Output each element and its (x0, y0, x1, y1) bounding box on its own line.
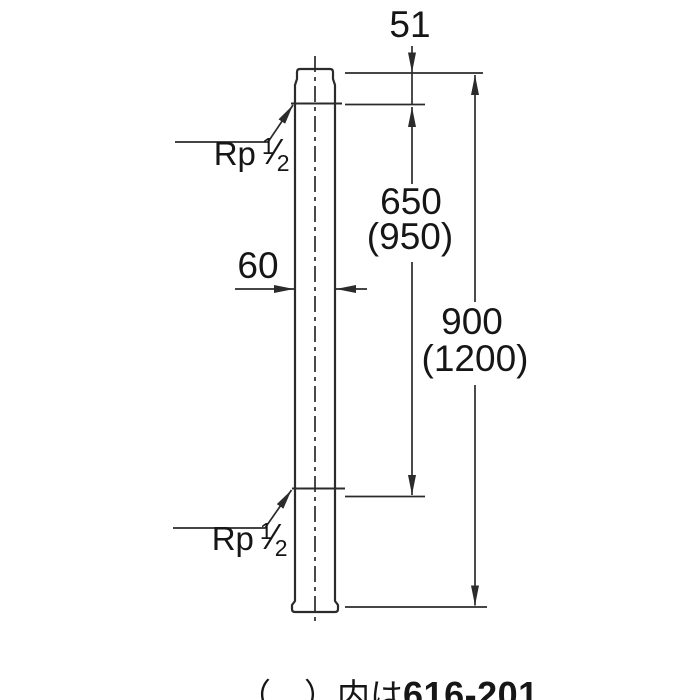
dimension-lines (235, 46, 479, 606)
thread-callout-top-numerator: 1 (261, 133, 275, 159)
dim-label-650: 650 (380, 181, 442, 222)
leader-bottom (173, 489, 293, 529)
thread-callout-top-prefix: Rp (213, 135, 256, 172)
caption-model-number: 616-201 (403, 674, 539, 700)
thread-lines (291, 102, 345, 490)
pipe-outline (290, 67, 340, 614)
caption: （ ）内は616-201 (201, 644, 538, 700)
thread-callout-bottom-denominator: 2 (274, 535, 288, 561)
dim-label-900: 900 (441, 301, 503, 342)
fraction-slash: ⁄ (270, 516, 277, 557)
dim-label-60: 60 (237, 245, 279, 286)
thread-callout-bottom-prefix: Rp (211, 520, 254, 557)
leader-top (175, 104, 294, 143)
dim-label-51: 51 (389, 4, 431, 45)
fraction-slash: ⁄ (272, 131, 279, 172)
dim-label-950: (950) (366, 216, 454, 257)
dim-label-1200: (1200) (421, 338, 529, 379)
thread-callout-top-denominator: 2 (276, 150, 290, 176)
thread-callout-bottom-numerator: 1 (259, 518, 273, 544)
leader-lines (173, 104, 294, 529)
caption-prefix: （ ）内は (238, 677, 404, 700)
